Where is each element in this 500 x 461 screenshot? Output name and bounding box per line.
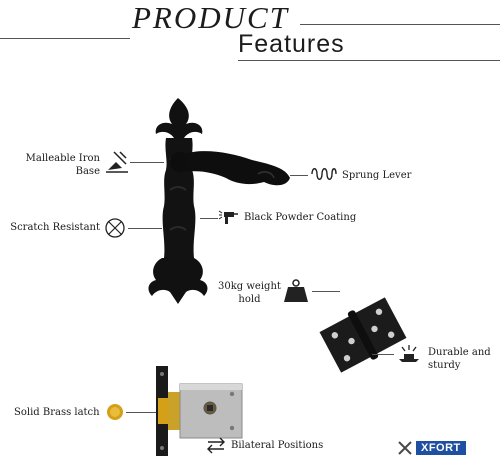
- label-sprung-lever: Sprung Lever: [342, 170, 412, 181]
- title-product: PRODUCT: [132, 0, 289, 35]
- connector-malleable: [130, 162, 164, 163]
- title-features: Features: [238, 30, 345, 58]
- xfort-mark-icon: [398, 441, 412, 455]
- spring-icon: [311, 168, 337, 180]
- connector-sprung: [290, 175, 308, 176]
- label-black-powder-coating: Black Powder Coating: [244, 212, 357, 223]
- label-bilateral-positions: Bilateral Positions: [231, 440, 324, 451]
- latch-image: [156, 366, 243, 456]
- connector-weight: [312, 291, 340, 292]
- brass-circle-icon: [107, 404, 123, 420]
- malleable-iron-icon: [106, 151, 128, 173]
- label-solid-brass-latch: Solid Brass latch: [14, 407, 100, 418]
- brand-logo: XFORT: [397, 441, 466, 455]
- label-weight-hold: 30kg weight hold: [218, 281, 281, 305]
- title-rule-bottom: [238, 60, 500, 61]
- brand-name: XFORT: [416, 441, 466, 455]
- connector-latch: [126, 412, 156, 413]
- title-rule-left: [0, 38, 130, 39]
- door-handle-image: [148, 98, 290, 304]
- connector-coating: [200, 218, 218, 219]
- spray-gun-icon: [218, 210, 238, 224]
- bilateral-arrows-icon: [207, 437, 225, 454]
- title-rule-top: [300, 24, 500, 25]
- connector-scratch: [128, 228, 162, 229]
- label-malleable-iron: Malleable Iron Base: [25, 153, 100, 177]
- durable-icon: [399, 345, 419, 362]
- hinge-image: [319, 297, 407, 373]
- label-durable-sturdy: Durable and sturdy: [428, 347, 491, 371]
- label-scratch-resistant: Scratch Resistant: [10, 222, 100, 233]
- scratch-resistant-icon: [105, 218, 125, 238]
- weight-icon: [284, 279, 308, 302]
- connector-durable: [372, 354, 394, 355]
